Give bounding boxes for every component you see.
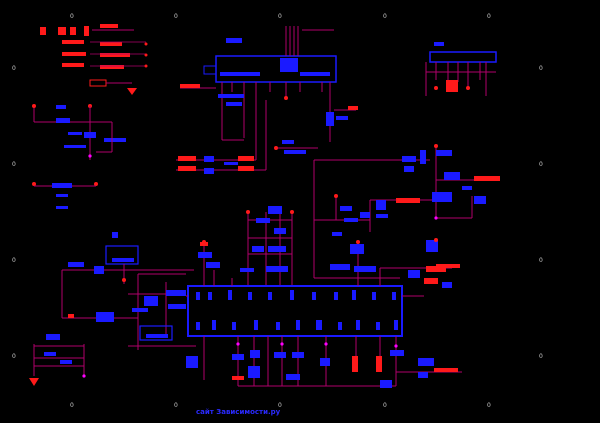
row-marker: 0 — [539, 161, 543, 168]
row-marker: 0 — [12, 161, 16, 168]
left-io-block — [61, 232, 196, 350]
legend-block — [40, 24, 148, 95]
row-marker: 0 — [539, 257, 543, 264]
border-column-markers: 0 0 0 0 0 0 0 0 0 0 — [70, 13, 491, 409]
bottom-left-power — [29, 334, 86, 386]
row-marker: 0 — [12, 257, 16, 264]
top-connector — [180, 26, 358, 160]
column-marker: 0 — [174, 13, 178, 20]
column-marker: 0 — [174, 402, 178, 409]
column-marker: 0 — [278, 13, 282, 20]
border-row-markers: 0 0 0 0 0 0 0 0 — [12, 65, 543, 360]
right-connector — [425, 42, 497, 96]
left-filter-network — [32, 104, 126, 209]
footer-label: сайт Зависимости.ру — [196, 408, 281, 416]
regulator-network — [313, 144, 500, 278]
column-marker: 0 — [278, 402, 282, 409]
mid-signal-chain — [176, 100, 318, 174]
column-marker: 0 — [383, 402, 387, 409]
column-marker: 0 — [70, 402, 74, 409]
row-marker: 0 — [12, 353, 16, 360]
passive-stack — [240, 206, 294, 286]
row-marker: 0 — [12, 65, 16, 72]
main-ic — [168, 232, 462, 388]
row-marker: 0 — [539, 353, 543, 360]
column-marker: 0 — [70, 13, 74, 20]
column-marker: 0 — [487, 402, 491, 409]
row-marker: 0 — [539, 65, 543, 72]
column-marker: 0 — [487, 13, 491, 20]
column-marker: 0 — [383, 13, 387, 20]
